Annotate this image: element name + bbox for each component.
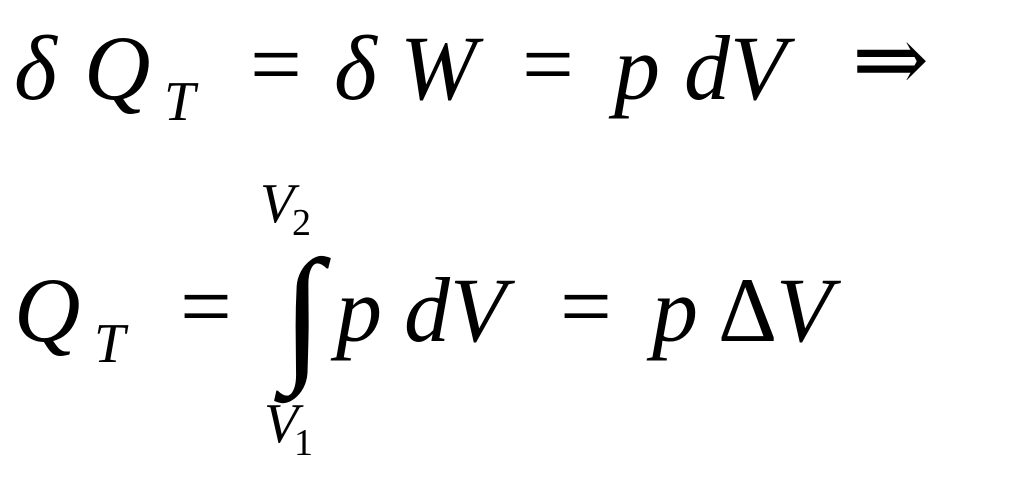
equals-sign-2: =: [522, 13, 574, 115]
equals-sign-2: =: [560, 255, 612, 357]
upper-limit-subscript: 2: [292, 202, 311, 244]
upper-limit-V: V: [260, 173, 295, 235]
integral-sign: ∫: [282, 230, 324, 396]
equals-sign-1: =: [180, 255, 232, 357]
pressure-p-2: p: [652, 259, 698, 361]
lower-limit-V: V: [264, 393, 299, 455]
equation-line-2: Q T = V 2 ∫ V 1 p dV = p Δ V: [0, 150, 1024, 477]
subscript-T: T: [94, 313, 126, 375]
heat-Q: Q: [14, 259, 81, 361]
delta-capital: Δ: [718, 259, 778, 361]
pressure-p: p: [336, 259, 382, 361]
equation-line-1: δ Q T = δ W = p dV ⇒: [0, 0, 1024, 150]
delta-symbol-2: δ: [334, 17, 377, 119]
differential-dV: dV: [684, 17, 787, 119]
pressure-p: p: [614, 17, 660, 119]
lower-limit-subscript: 1: [294, 422, 313, 464]
implies-arrow: ⇒: [852, 9, 930, 111]
heat-Q: Q: [84, 17, 151, 119]
equals-sign-1: =: [250, 13, 302, 115]
subscript-T: T: [164, 71, 196, 133]
differential-dV: dV: [404, 259, 507, 361]
delta-symbol: δ: [14, 17, 57, 119]
volume-V: V: [776, 259, 833, 361]
work-W: W: [400, 17, 477, 119]
